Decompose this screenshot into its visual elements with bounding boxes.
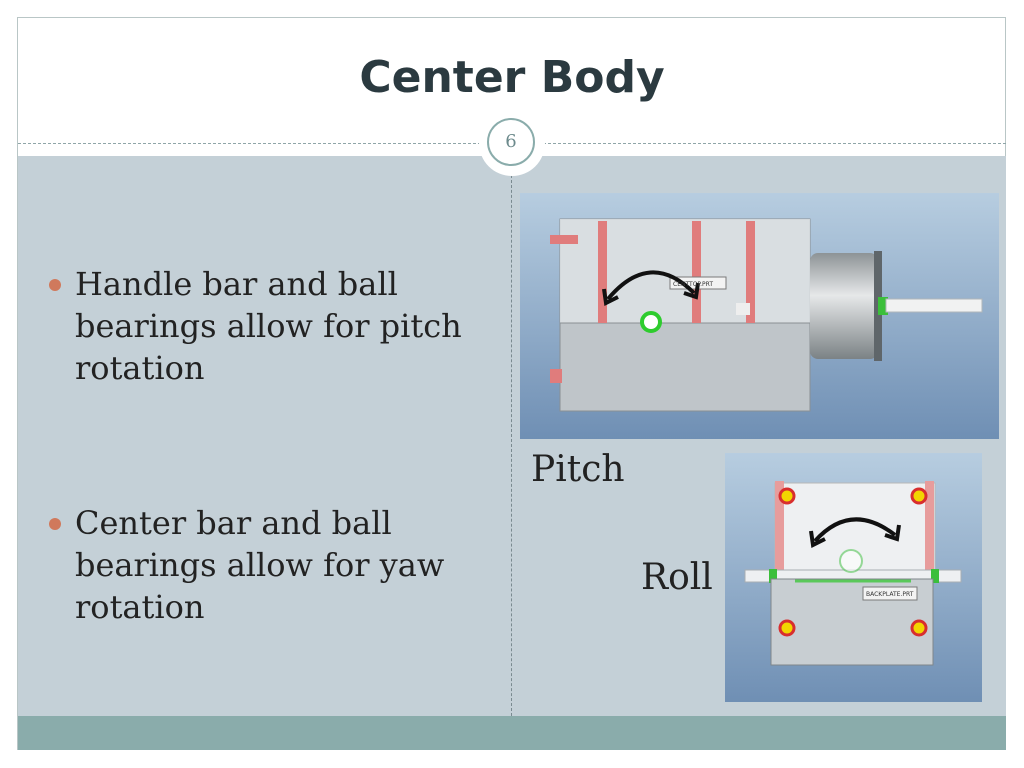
slide-number: 6 xyxy=(487,118,535,166)
roll-part-label: BACKPLATE.PRT xyxy=(866,591,914,598)
bullet-dot-icon xyxy=(49,518,61,530)
bullet-dot-icon xyxy=(49,279,61,291)
roll-cad-image: BACKPLATE.PRT xyxy=(725,453,982,702)
slide-title: Center Body xyxy=(359,52,665,103)
column-divider xyxy=(511,170,512,716)
bullet-yaw-text: Center bar and ball bearings allow for y… xyxy=(75,504,445,626)
footer-bar xyxy=(18,716,1006,750)
roll-caption: Roll xyxy=(641,557,713,598)
pitch-caption: Pitch xyxy=(531,449,625,490)
bullet-pitch-text: Handle bar and ball bearings allow for p… xyxy=(75,265,462,387)
pitch-part-label: CENTTOP.PRT xyxy=(673,281,713,288)
pitch-cad-image: CENTTOP.PRT xyxy=(520,193,999,439)
